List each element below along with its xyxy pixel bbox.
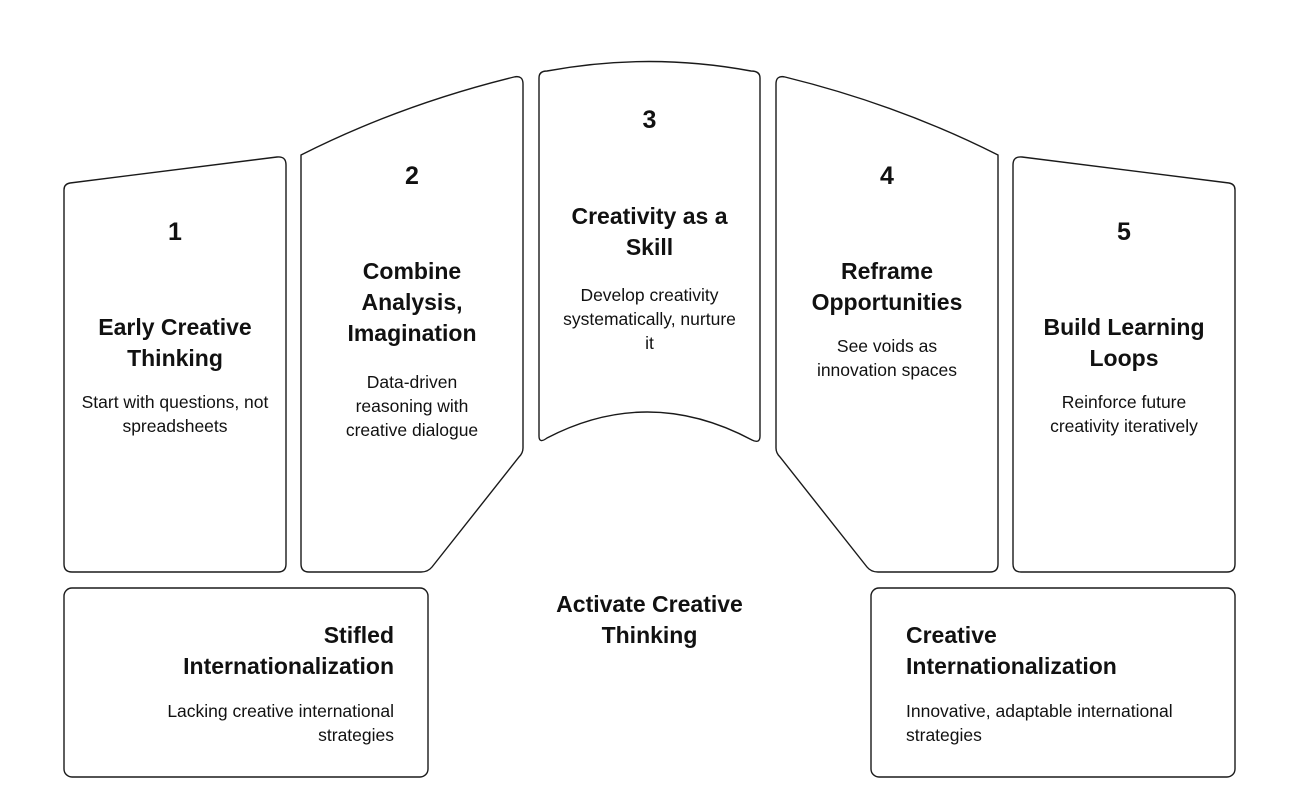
- step-3-title: Creativity as a Skill: [571, 203, 728, 260]
- step-5-title: Build Learning Loops: [1043, 314, 1205, 371]
- left-outcome-box: [63, 587, 429, 778]
- right-outcome-box: [870, 587, 1236, 778]
- step-2-number: 2: [405, 162, 419, 190]
- step-3-shape: [538, 60, 761, 443]
- step-1-shape: [63, 156, 287, 573]
- step-2-shape: [300, 75, 524, 573]
- step-5-description: Reinforce future creativity iteratively: [1050, 392, 1198, 436]
- step-4-title: Reframe Opportunities: [811, 258, 963, 315]
- step-2-title: Combine Analysis, Imagination: [347, 258, 477, 346]
- step-4-number: 4: [880, 162, 894, 190]
- right-outcome-title: Creative Internationalization: [906, 622, 1117, 679]
- step-5-shape: [1012, 156, 1236, 573]
- center-label: Activate Creative Thinking: [556, 591, 743, 648]
- left-outcome-description: Lacking creative international strategie…: [167, 701, 394, 745]
- step-5-number: 5: [1117, 218, 1131, 246]
- step-3-description: Develop creativity systematically, nurtu…: [563, 285, 736, 353]
- step-1-description: Start with questions, not spreadsheets: [81, 392, 269, 436]
- right-outcome-description: Innovative, adaptable international stra…: [906, 701, 1173, 745]
- left-outcome-title: Stifled Internationalization: [183, 622, 394, 679]
- step-3-number: 3: [642, 106, 657, 134]
- step-1-number: 1: [168, 218, 182, 246]
- step-4-shape: [775, 75, 999, 573]
- step-2-description: Data-driven reasoning with creative dial…: [345, 372, 479, 440]
- step-4-description: See voids as innovation spaces: [816, 336, 958, 380]
- step-1-title: Early Creative Thinking: [98, 314, 252, 371]
